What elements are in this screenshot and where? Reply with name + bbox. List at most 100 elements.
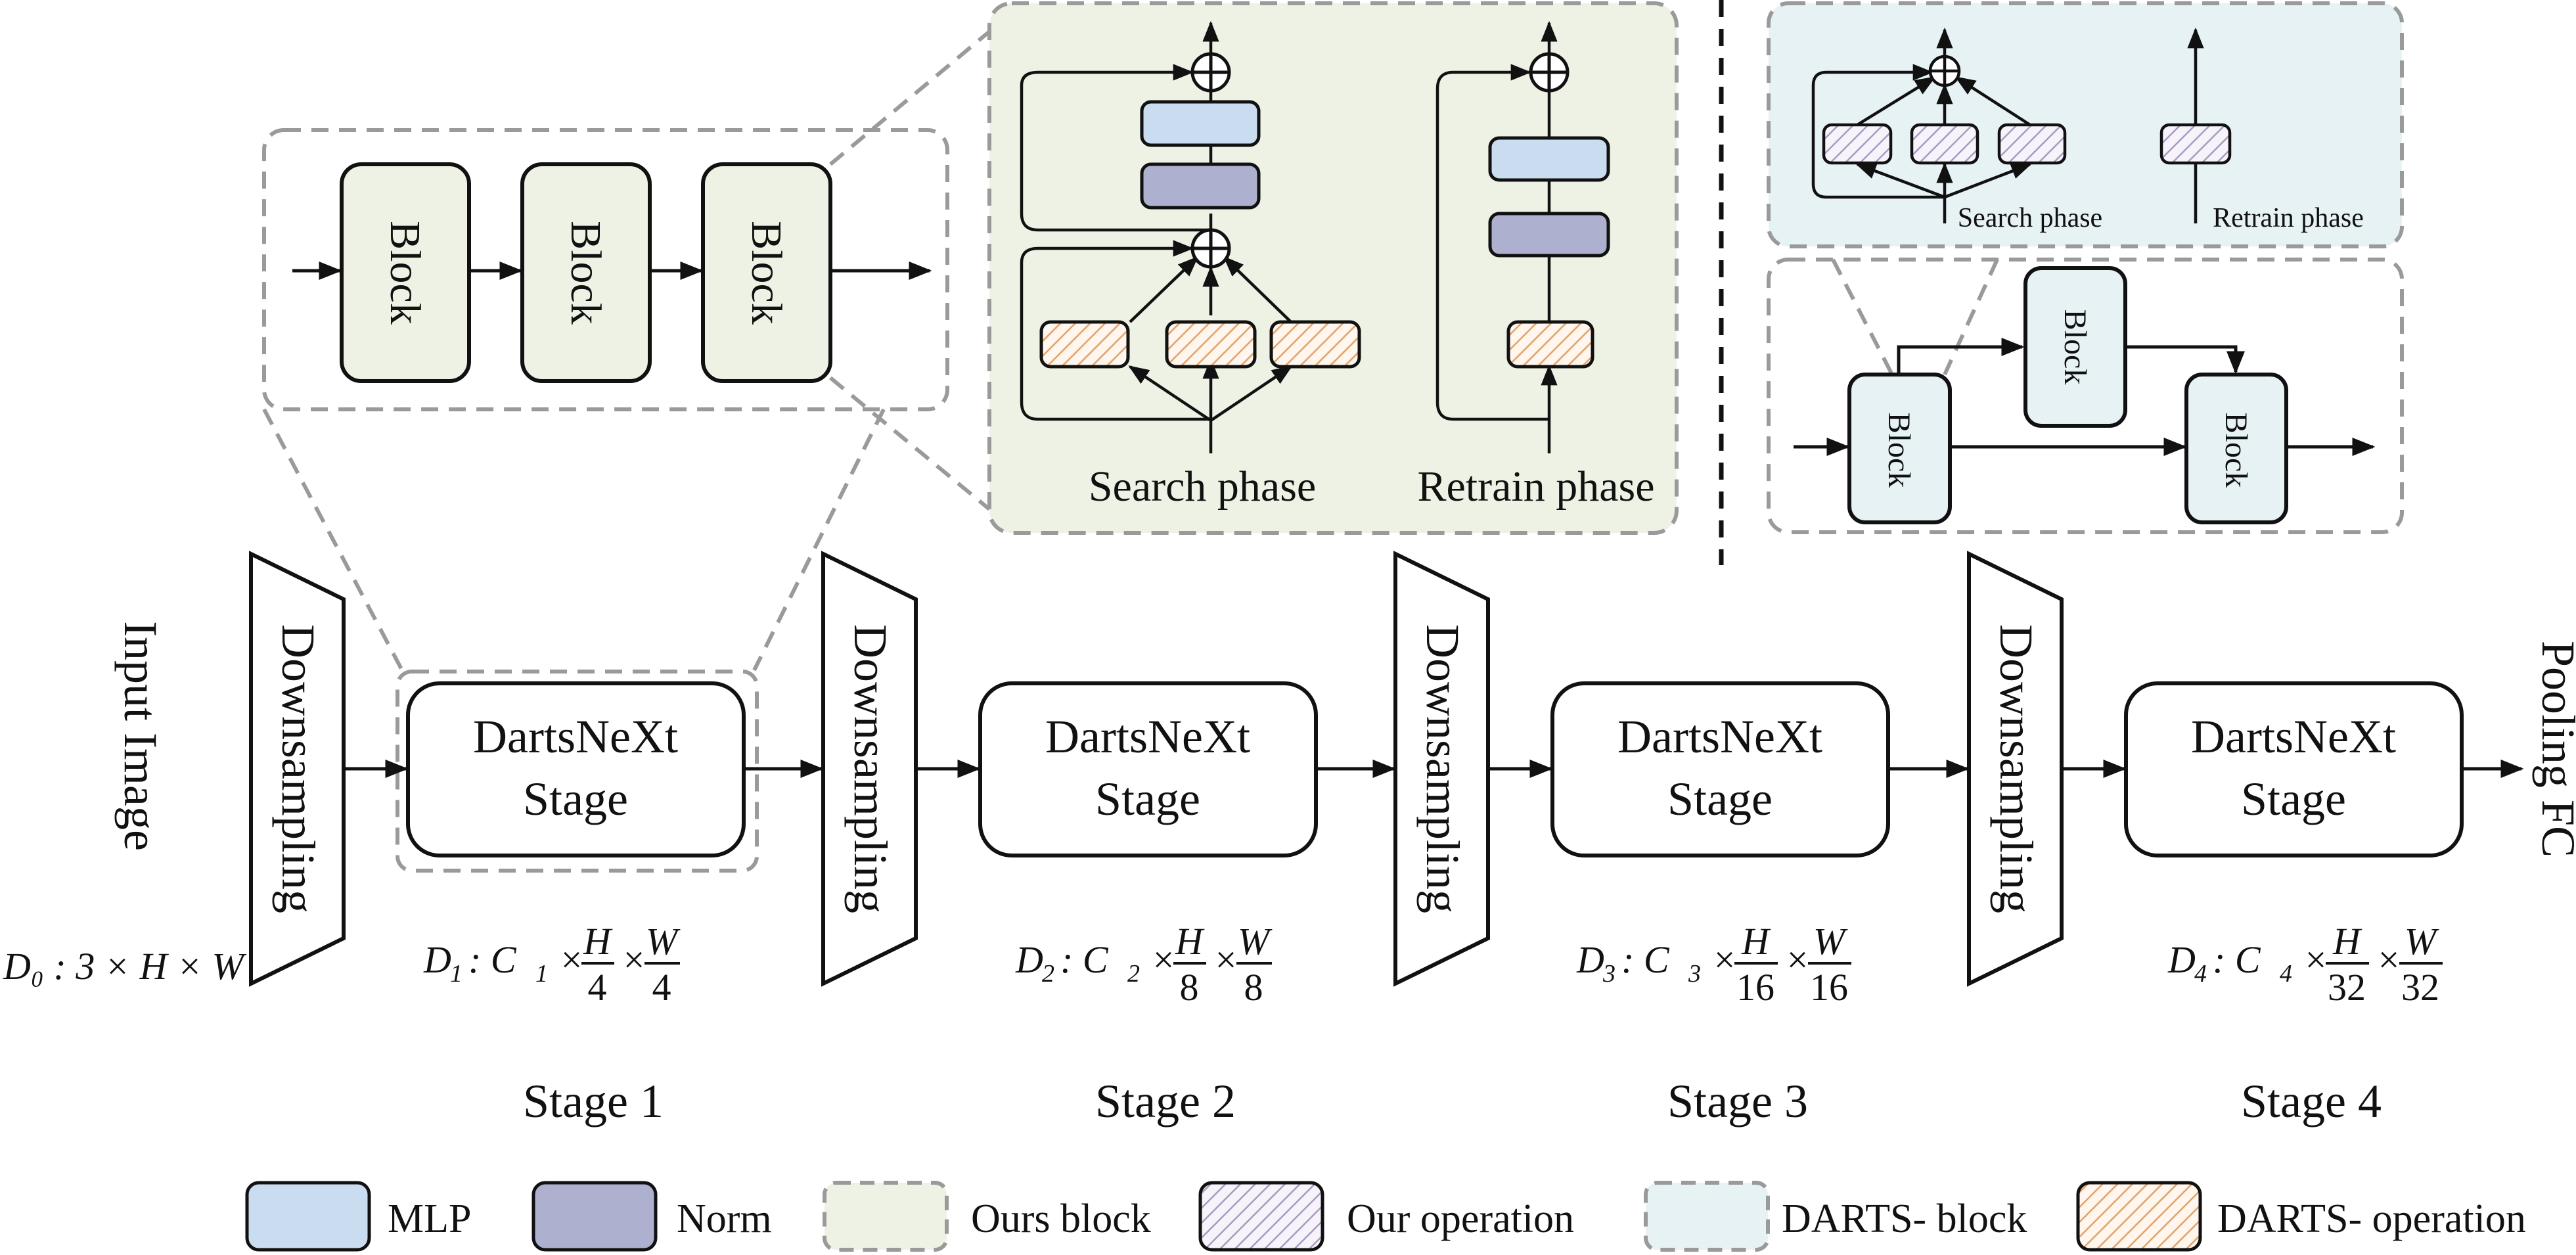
our-op-box — [2159, 123, 2232, 165]
legend-item-darts-operation: DARTS- operation — [2076, 1181, 2526, 1252]
svg-text:: C: : C — [1060, 938, 1109, 981]
svg-text:×: × — [2303, 938, 2328, 981]
svg-text:W: W — [1813, 920, 1848, 963]
downsampling-label: Downsampling — [844, 624, 897, 913]
svg-text:2: 2 — [1042, 960, 1054, 988]
our-op-box — [1822, 123, 1893, 165]
retrain-phase-label: Retrain phase — [1417, 463, 1654, 511]
pooling-fc-label: Pooling FC — [2532, 641, 2576, 857]
legend-item-norm: Norm — [531, 1181, 772, 1252]
downsampling-label: Downsampling — [272, 624, 325, 913]
zoom-lines-ours-detail — [829, 30, 991, 511]
svg-text:×: × — [558, 938, 584, 981]
ours-block-chain: Block Block Block — [292, 162, 932, 383]
svg-text:32: 32 — [2328, 966, 2366, 1009]
stage-4-dims: D 4 : C 4 × H 32 × W 32 — [2167, 920, 2443, 1009]
downsampling-3: Downsampling — [1393, 551, 1490, 987]
block-label: Block — [2058, 309, 2092, 385]
svg-text:W: W — [1238, 920, 1273, 963]
svg-text:4: 4 — [588, 966, 607, 1009]
darts-retrain-phase: Retrain phase — [2159, 27, 2364, 233]
stage-3-title: Stage 3 — [1667, 1075, 1808, 1128]
svg-text:DartsNeXt: DartsNeXt — [1045, 710, 1250, 763]
norm-box — [1140, 162, 1261, 210]
svg-text:Stage: Stage — [1095, 773, 1200, 825]
sum-node-icon — [1529, 52, 1570, 93]
svg-text:4: 4 — [2280, 960, 2292, 988]
svg-text:Our operation: Our operation — [1347, 1197, 1574, 1241]
darts-block-graph: Block Block Block — [1794, 266, 2376, 524]
darts-search-phase: Search phase — [1811, 27, 2102, 233]
svg-text:H: H — [1741, 920, 1771, 963]
darts-op-box — [1269, 320, 1361, 369]
downsampling-1: Downsampling — [249, 551, 346, 987]
svg-text:DARTS- operation: DARTS- operation — [2217, 1197, 2526, 1241]
stage-box-1: DartsNeXt Stage — [406, 681, 746, 857]
svg-text:×: × — [1213, 938, 1238, 981]
downsampling-2: Downsampling — [821, 551, 918, 987]
search-phase-label: Search phase — [1958, 203, 2102, 233]
legend-item-mlp: MLP — [245, 1181, 471, 1252]
svg-text:Ours block: Ours block — [971, 1197, 1151, 1241]
svg-text:: C: : C — [468, 938, 517, 981]
legend-item-our-operation: Our operation — [1198, 1181, 1574, 1252]
stage-2-dims: D 2 : C 2 × H 8 × W 8 — [1015, 920, 1273, 1009]
svg-text:×: × — [1711, 938, 1737, 981]
block-label: Block — [381, 221, 429, 325]
ours-block-detail-panel — [987, 1, 1679, 535]
svg-text:Pooling FC: Pooling FC — [2532, 641, 2576, 857]
sum-node-icon — [1190, 228, 1231, 269]
svg-text:×: × — [621, 938, 646, 981]
stage-4-title: Stage 4 — [2241, 1075, 2382, 1128]
downsampling-label: Downsampling — [1416, 624, 1469, 913]
downsampling-4: Downsampling — [1967, 551, 2064, 987]
svg-text:Norm: Norm — [677, 1197, 772, 1241]
stage-box-4: DartsNeXt Stage — [2124, 681, 2464, 857]
our-op-box — [1997, 123, 2067, 165]
mlp-box — [1140, 100, 1261, 147]
stage-1-title: Stage 1 — [523, 1075, 664, 1128]
svg-text:8: 8 — [1180, 966, 1199, 1009]
svg-text:DARTS- block: DARTS- block — [1782, 1197, 2027, 1241]
svg-text:32: 32 — [2401, 966, 2439, 1009]
svg-text:Input Image: Input Image — [114, 621, 167, 851]
svg-text:H: H — [1175, 920, 1205, 963]
downsampling-label: Downsampling — [1990, 624, 2043, 913]
svg-text:1: 1 — [450, 960, 463, 988]
svg-text:×: × — [2376, 938, 2401, 981]
svg-text:DartsNeXt: DartsNeXt — [473, 710, 678, 763]
svg-text:D: D — [2167, 938, 2196, 981]
svg-text:×: × — [1150, 938, 1176, 981]
ours-retrain-phase: Retrain phase — [1417, 20, 1655, 511]
stage-2-title: Stage 2 — [1095, 1075, 1236, 1128]
block-label: Block — [2219, 413, 2253, 488]
svg-text:: C: : C — [1621, 938, 1670, 981]
darts-block-graph-frame — [1767, 258, 2404, 534]
svg-text:D: D — [1576, 938, 1604, 981]
block-label: Block — [742, 221, 790, 325]
svg-text:3: 3 — [1688, 960, 1701, 988]
input-dim-label: D₀ : 3 × H × W — [3, 945, 247, 988]
svg-text:DartsNeXt: DartsNeXt — [2191, 710, 2396, 763]
svg-text:4: 4 — [652, 966, 671, 1009]
sum-node-icon — [1190, 52, 1231, 93]
svg-text:MLP: MLP — [388, 1197, 471, 1241]
svg-text:H: H — [2332, 920, 2362, 963]
ours-search-phase: Search phase — [1020, 20, 1361, 511]
zoom-lines-stage1 — [262, 408, 886, 672]
svg-text:8: 8 — [1244, 966, 1263, 1009]
svg-text:Stage: Stage — [2241, 773, 2346, 825]
block-label: Block — [1882, 413, 1916, 488]
legend-item-ours-block: Ours block — [823, 1181, 1151, 1252]
svg-text:D: D — [423, 938, 451, 981]
svg-text:W: W — [2405, 920, 2439, 963]
svg-text:16: 16 — [1736, 966, 1774, 1009]
svg-text:2: 2 — [1127, 960, 1140, 988]
legend: MLP Norm Ours block Our operation DARTS-… — [245, 1181, 2526, 1252]
svg-text:Stage: Stage — [523, 773, 628, 825]
sum-node-icon — [1928, 55, 1961, 87]
darts-op-box — [1039, 320, 1130, 369]
mlp-box — [1488, 136, 1610, 182]
ours-block-chain-frame — [262, 128, 949, 411]
